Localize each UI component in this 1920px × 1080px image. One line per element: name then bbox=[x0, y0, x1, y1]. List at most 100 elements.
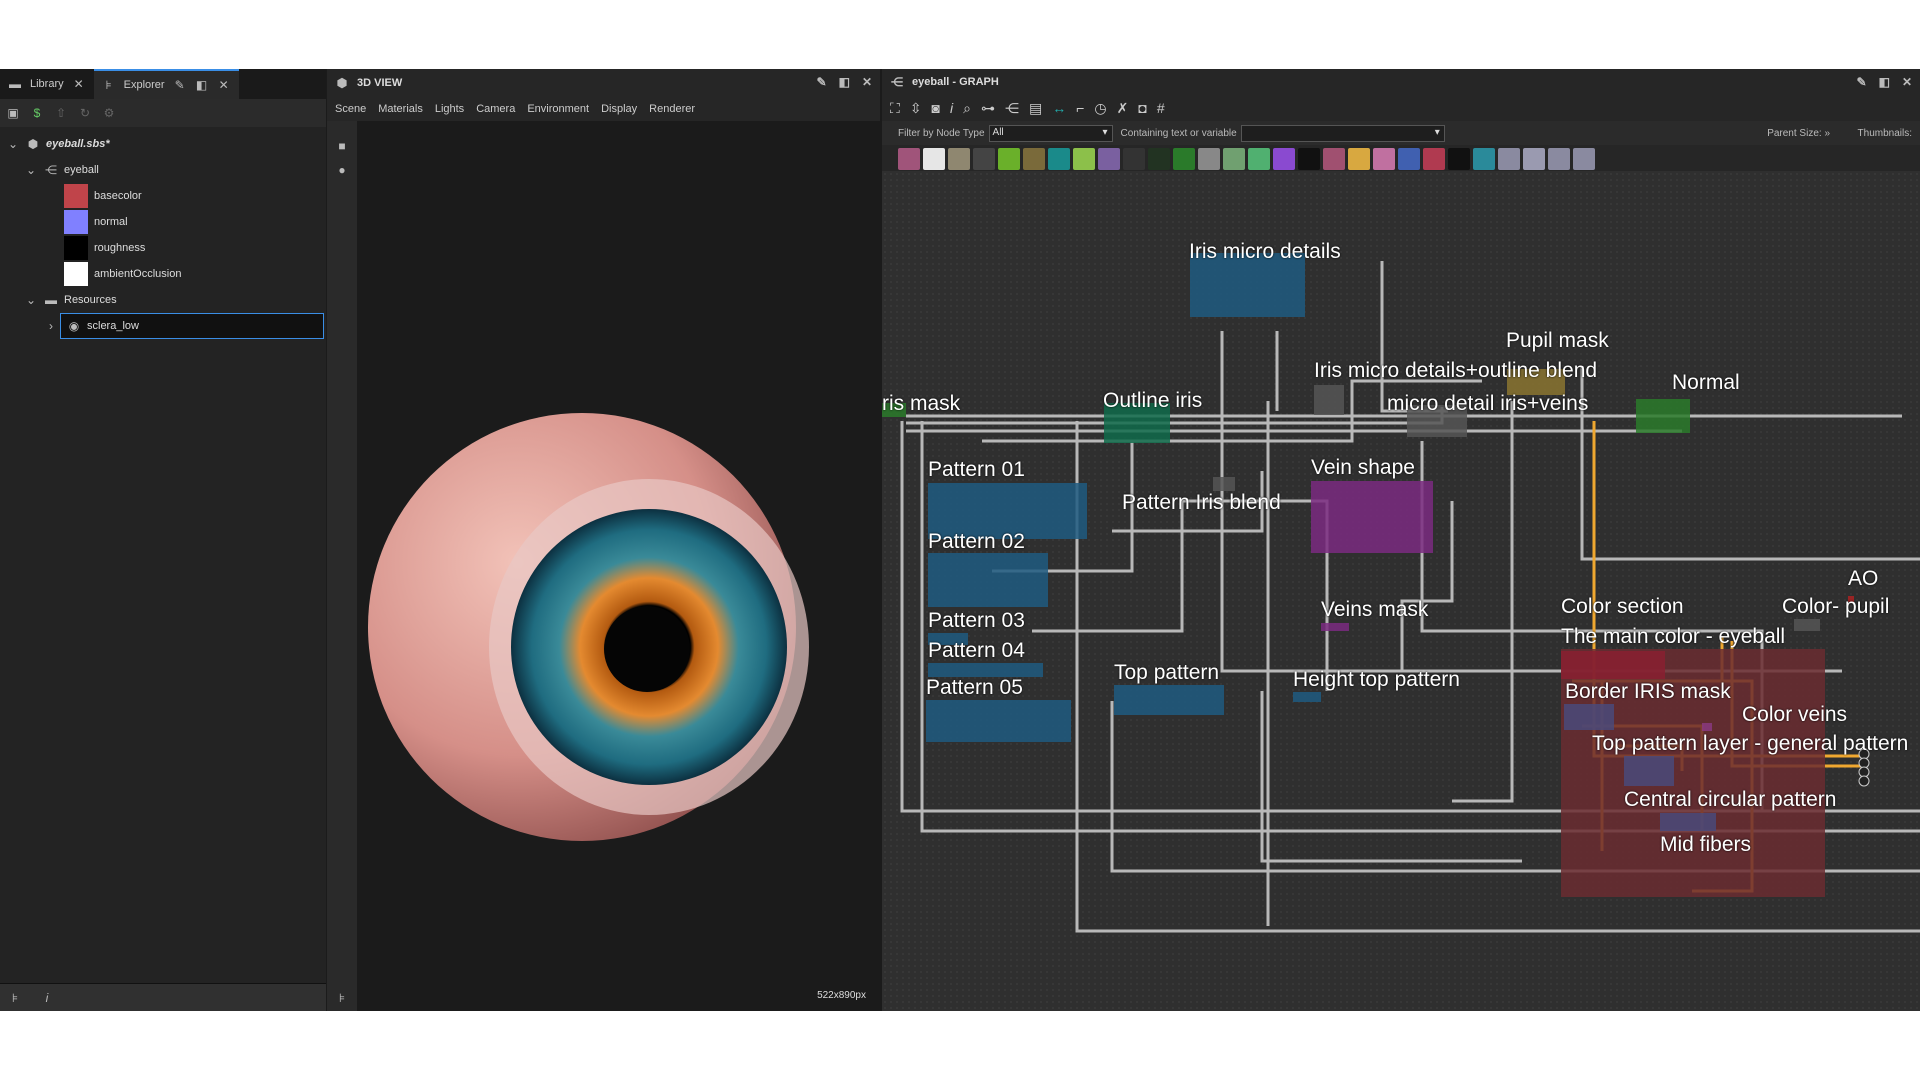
palette-node-button[interactable] bbox=[1148, 148, 1170, 170]
palette-node-button[interactable] bbox=[1048, 148, 1070, 170]
palette-node-button[interactable] bbox=[948, 148, 970, 170]
palette-node-button[interactable] bbox=[923, 148, 945, 170]
preview-icon[interactable]: ◘ bbox=[1138, 100, 1147, 116]
node-frame-box[interactable] bbox=[1636, 399, 1690, 433]
palette-node-button[interactable] bbox=[1448, 148, 1470, 170]
containing-input[interactable]: ▾ bbox=[1240, 124, 1445, 142]
node-frame-box[interactable] bbox=[1794, 619, 1820, 631]
reload-icon[interactable]: ↻ bbox=[79, 106, 91, 120]
graph-icon[interactable]: ⋲ bbox=[1004, 99, 1019, 116]
node-frame-box[interactable] bbox=[882, 403, 906, 417]
node-frame-box[interactable] bbox=[1561, 651, 1665, 679]
publish-icon[interactable]: $ bbox=[33, 106, 41, 120]
tab-library[interactable]: ▬ Library ✕ bbox=[0, 69, 94, 99]
palette-node-button[interactable] bbox=[1298, 148, 1320, 170]
palette-node-button[interactable] bbox=[1323, 148, 1345, 170]
camera-icon[interactable]: ■ bbox=[338, 139, 346, 153]
node-frame-box[interactable] bbox=[1561, 649, 1825, 897]
node-frame-box[interactable] bbox=[1848, 596, 1854, 602]
palette-node-button[interactable] bbox=[1223, 148, 1245, 170]
node-frame-box[interactable] bbox=[1660, 813, 1716, 831]
node-frame-box[interactable] bbox=[1114, 685, 1224, 715]
close-icon[interactable]: ✕ bbox=[73, 77, 84, 91]
chevron-down-icon[interactable]: ⌄ bbox=[25, 163, 37, 177]
palette-node-button[interactable] bbox=[1473, 148, 1495, 170]
frame-label[interactable]: Color- pupil bbox=[1782, 595, 1890, 618]
palette-node-button[interactable] bbox=[1523, 148, 1545, 170]
frame-label[interactable]: Color veins bbox=[1742, 703, 1848, 726]
align-icon[interactable]: ⌐ bbox=[1076, 100, 1085, 116]
tree-resource-item[interactable]: › ◉ sclera_low bbox=[0, 313, 326, 339]
screenshot-icon[interactable]: ◙ bbox=[931, 100, 941, 116]
palette-node-button[interactable] bbox=[998, 148, 1020, 170]
node-frame-box[interactable] bbox=[1407, 405, 1467, 437]
pin-icon[interactable]: ✎ bbox=[816, 75, 827, 89]
dependency-icon[interactable]: ⚙ bbox=[103, 106, 115, 120]
node-frame-box[interactable] bbox=[1190, 253, 1305, 317]
palette-node-button[interactable] bbox=[1173, 148, 1195, 170]
menu-display[interactable]: Display bbox=[601, 103, 638, 115]
close-icon[interactable]: ✕ bbox=[1901, 75, 1912, 89]
frame-label[interactable]: Pupil mask bbox=[1506, 329, 1609, 352]
node-frame-box[interactable] bbox=[1564, 704, 1614, 730]
frame-label[interactable]: Iris micro details+outline blend bbox=[1314, 359, 1598, 382]
palette-node-button[interactable] bbox=[1098, 148, 1120, 170]
pin-icon[interactable]: ✎ bbox=[174, 78, 185, 92]
info-icon[interactable]: i bbox=[950, 100, 954, 116]
frame-label[interactable]: Color section bbox=[1561, 595, 1684, 618]
tree-graph[interactable]: ⌄ ⋲ eyeball bbox=[0, 157, 326, 183]
frame-label[interactable]: AO bbox=[1848, 567, 1879, 590]
palette-node-button[interactable] bbox=[1023, 148, 1045, 170]
tree-package[interactable]: ⌄ ⬢ eyeball.sbs* bbox=[0, 131, 326, 157]
node-frame-box[interactable] bbox=[926, 700, 1071, 742]
frame-label[interactable]: Pattern 03 bbox=[928, 609, 1025, 632]
palette-node-button[interactable] bbox=[1498, 148, 1520, 170]
frame-label[interactable]: Mid fibers bbox=[1660, 833, 1752, 856]
palette-node-button[interactable] bbox=[1348, 148, 1370, 170]
tab-explorer[interactable]: ⊧ Explorer ✎ ◧ ✕ bbox=[93, 69, 239, 99]
timer-icon[interactable]: ◷ bbox=[1094, 99, 1107, 116]
node-frame-box[interactable] bbox=[1311, 481, 1433, 553]
node-frame-box[interactable] bbox=[1507, 369, 1565, 395]
node-frame-box[interactable] bbox=[928, 663, 1043, 677]
float-icon[interactable]: ◧ bbox=[195, 78, 208, 92]
tree-output-ambientOcclusion[interactable]: ambientOcclusion bbox=[0, 261, 326, 287]
palette-node-button[interactable] bbox=[973, 148, 995, 170]
frame-label[interactable]: Vein shape bbox=[1311, 456, 1415, 479]
output-node[interactable] bbox=[1858, 775, 1870, 787]
chevron-down-icon[interactable]: ⌄ bbox=[25, 293, 37, 307]
menu-renderer[interactable]: Renderer bbox=[649, 103, 696, 115]
menu-materials[interactable]: Materials bbox=[378, 103, 423, 115]
node-frame-box[interactable] bbox=[1213, 477, 1235, 491]
frame-label[interactable]: Height top pattern bbox=[1293, 668, 1460, 691]
resource-selected[interactable]: ◉ sclera_low bbox=[60, 313, 324, 339]
search-icon[interactable]: ⌕ bbox=[963, 99, 971, 116]
frame-label[interactable]: Outline iris bbox=[1103, 389, 1203, 412]
float-icon[interactable]: ◧ bbox=[1878, 75, 1890, 89]
grid-icon[interactable]: # bbox=[1156, 100, 1165, 116]
frame-label[interactable]: Iris micro details bbox=[1189, 240, 1341, 263]
node-frame-box[interactable] bbox=[928, 633, 968, 645]
node-frame-box[interactable] bbox=[1314, 385, 1344, 415]
wrench-icon[interactable]: ✗ bbox=[1116, 99, 1129, 116]
frame-label[interactable]: Pattern 05 bbox=[926, 676, 1023, 699]
frame-label[interactable]: Central circular pattern bbox=[1624, 788, 1837, 811]
node-frame-box[interactable] bbox=[1624, 756, 1674, 786]
palette-node-button[interactable] bbox=[1373, 148, 1395, 170]
node-frame-box[interactable] bbox=[928, 553, 1048, 607]
frame-label[interactable]: Pattern 04 bbox=[928, 639, 1025, 662]
zoom-1to1-icon[interactable]: ⇳ bbox=[909, 99, 922, 116]
eyeball-render[interactable] bbox=[327, 69, 880, 1011]
layout-icon[interactable]: ▤ bbox=[1028, 99, 1043, 116]
frame-label[interactable]: ris mask bbox=[882, 392, 961, 415]
node-type-select[interactable]: All▾ bbox=[988, 124, 1113, 142]
close-icon[interactable]: ✕ bbox=[861, 75, 872, 89]
frame-label[interactable]: The main color - eyeball bbox=[1561, 625, 1786, 648]
tree-icon[interactable]: ⊧ bbox=[11, 990, 19, 1005]
parent-size-button[interactable]: Parent Size: » bbox=[1767, 127, 1830, 139]
node-frame-box[interactable] bbox=[1321, 623, 1349, 631]
palette-node-button[interactable] bbox=[1398, 148, 1420, 170]
float-icon[interactable]: ◧ bbox=[838, 75, 850, 89]
light-bulb-icon[interactable]: ● bbox=[338, 163, 346, 177]
pin-icon[interactable]: ✎ bbox=[1856, 75, 1867, 89]
